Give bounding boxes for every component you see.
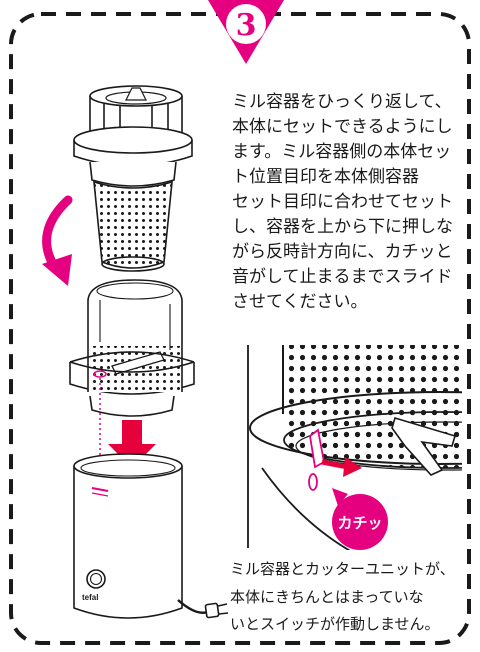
instruction-line: ト位置目印を本体側容器 <box>232 167 419 187</box>
power-plug <box>204 602 220 619</box>
dashed-frame <box>9 12 471 645</box>
base-unit: tefal <box>73 453 229 619</box>
caution-note: ミル容器とカッターユニットが、 本体にきちんとはまっていな いとスイッチが作動し… <box>230 556 466 639</box>
note-line: いとスイッチが作動しません。 <box>230 615 440 633</box>
instruction-line: させてください。 <box>232 292 368 312</box>
instruction-line: 本体にセットできるようにし <box>232 117 453 137</box>
instruction-text: ミル容器をひっくり返して、 本体にセットできるようにし ます。ミル容器側の本体セ… <box>232 90 464 315</box>
instruction-line: し、容器を上から下に押しな <box>232 217 453 237</box>
base-set-mark <box>91 487 109 492</box>
inset-base-mark <box>308 473 318 491</box>
container-ring <box>89 395 175 417</box>
flipped-container <box>69 279 195 417</box>
step-number: 3 <box>236 8 257 43</box>
click-sound-label: カチッ <box>337 514 382 532</box>
note-line: ミル容器とカッターユニットが、 <box>230 560 455 578</box>
base-top <box>73 453 183 479</box>
slide-arrow <box>321 457 362 477</box>
step-badge: 3 <box>208 0 284 64</box>
step-circle <box>226 4 266 44</box>
instruction-line: 音がして止まるまでスライド <box>232 267 453 287</box>
instruction-line: ます。ミル容器側の本体セッ <box>232 142 452 162</box>
container-collar <box>89 161 177 187</box>
flip-arrow <box>42 195 73 286</box>
zoom-inset: カチッ <box>247 345 462 550</box>
switch-button <box>86 569 106 589</box>
inset-blade <box>391 417 456 476</box>
instruction-line: がら反時計方向に、カチッと <box>232 242 453 262</box>
click-bubble: カチッ <box>332 488 388 550</box>
note-line: 本体にきちんとはまっていな <box>230 587 424 606</box>
container-set-mark <box>93 370 107 378</box>
instruction-line: セット目印に合わせてセット <box>232 192 453 212</box>
mesh-basket <box>93 180 173 269</box>
brand-logo: tefal <box>82 593 98 602</box>
cutter-blade <box>125 87 147 101</box>
instruction-line: ミル容器をひっくり返して、 <box>232 92 452 112</box>
inverted-mill-container <box>73 85 193 272</box>
